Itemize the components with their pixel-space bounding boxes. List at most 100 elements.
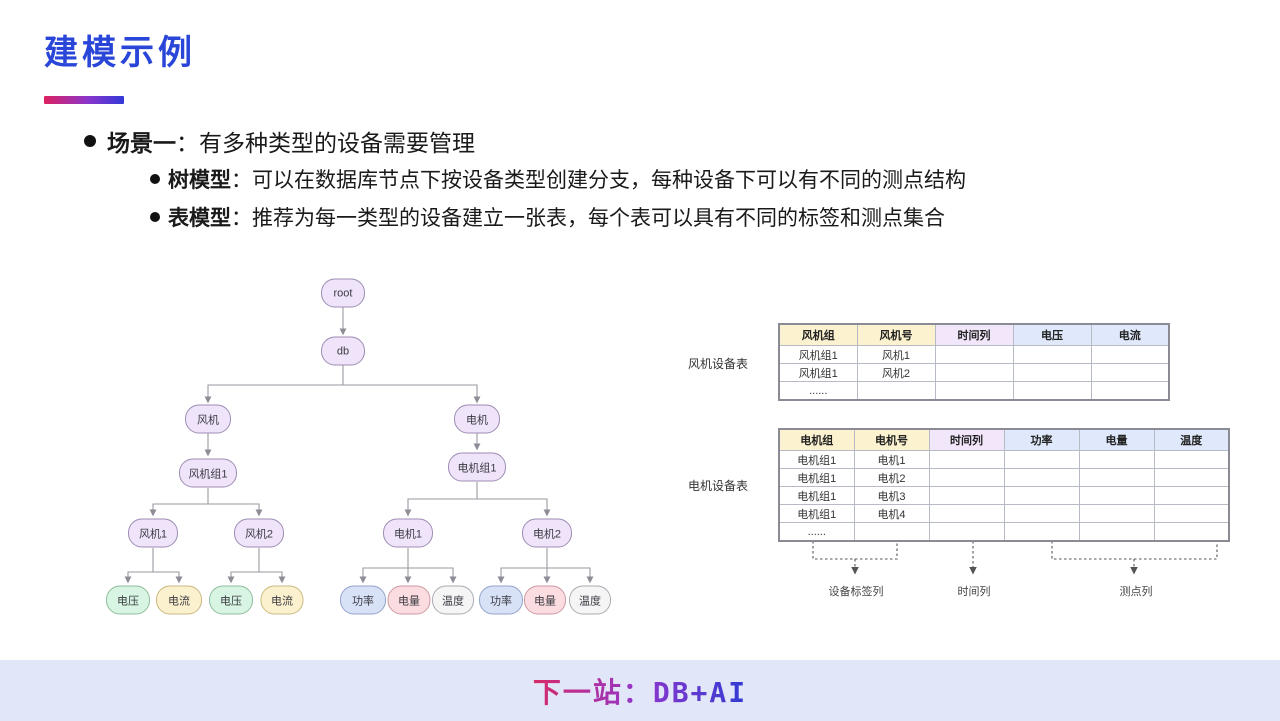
table-cell: 风机1 xyxy=(856,345,936,364)
tree-node-fan2: 风机2 xyxy=(234,518,284,548)
column-annotation-time: 时间列 xyxy=(957,586,991,598)
bullet-label: 树模型 xyxy=(168,169,231,192)
bullet-scenario: 场景一：有多种类型的设备需要管理 xyxy=(84,124,475,158)
table-cell xyxy=(856,381,936,401)
tree-node-voltage: 电压 xyxy=(106,585,150,615)
tree-node-energy: 电量 xyxy=(387,585,431,615)
table-cell xyxy=(928,450,1005,469)
tree-node-temperature: 温度 xyxy=(569,585,611,615)
bullet-dot-icon xyxy=(150,212,160,222)
table-cell xyxy=(1153,522,1230,542)
table-row: 风机组1 风机2 xyxy=(778,363,1170,382)
motor-device-table: 电机组 电机号 时间列 功率 电量 温度 电机组1 电机1 电机组1 电机2 xyxy=(778,428,1230,542)
table-cell: ...... xyxy=(778,522,855,542)
table-cell xyxy=(1153,504,1230,523)
table-cell xyxy=(853,522,930,542)
table-row: ...... xyxy=(778,381,1170,401)
table-cell: 电机1 xyxy=(853,450,930,469)
table-header-cell: 风机号 xyxy=(856,323,936,346)
bullet-dot-icon xyxy=(84,135,96,147)
bullet-content: 树模型：可以在数据库节点下按设备类型创建分支，每种设备下可以有不同的测点结构 xyxy=(168,164,966,194)
bullet-table-model: 表模型：推荐为每一类型的设备建立一张表，每个表可以具有不同的标签和测点集合 xyxy=(150,202,945,232)
tree-node-power: 功率 xyxy=(479,585,523,615)
table-header-cell: 电压 xyxy=(1012,323,1092,346)
column-annotation-measurements: 测点列 xyxy=(1119,586,1153,598)
tree-node-current: 电流 xyxy=(156,585,202,615)
bullet-tree-model: 树模型：可以在数据库节点下按设备类型创建分支，每种设备下可以有不同的测点结构 xyxy=(150,164,966,194)
table-header-cell: 时间列 xyxy=(928,428,1005,451)
tree-node-fan-group1: 风机组1 xyxy=(179,458,237,488)
table-cell xyxy=(1003,522,1080,542)
table-header-row: 风机组 风机号 时间列 电压 电流 xyxy=(778,323,1170,346)
page-title: 建模示例 xyxy=(44,34,196,72)
tree-node-motor-group1: 电机组1 xyxy=(448,452,506,482)
table-header-cell: 风机组 xyxy=(778,323,858,346)
table-cell xyxy=(1003,468,1080,487)
table-cell xyxy=(1078,486,1155,505)
table-cell xyxy=(1090,363,1170,382)
table-cell xyxy=(1003,450,1080,469)
table-cell xyxy=(934,381,1014,401)
table-cell xyxy=(1012,381,1092,401)
bullet-text: ：有多种类型的设备需要管理 xyxy=(176,130,475,156)
fan-device-table: 风机组 风机号 时间列 电压 电流 风机组1 风机1 风机组1 风机2 xyxy=(778,323,1170,401)
bullet-content: 表模型：推荐为每一类型的设备建立一张表，每个表可以具有不同的标签和测点集合 xyxy=(168,202,945,232)
table-header-cell: 电量 xyxy=(1078,428,1155,451)
tree-node-power: 功率 xyxy=(340,585,386,615)
table-header-row: 电机组 电机号 时间列 功率 电量 温度 xyxy=(778,428,1230,451)
tree-node-voltage: 电压 xyxy=(209,585,253,615)
table-cell: 电机3 xyxy=(853,486,930,505)
table-cell xyxy=(1078,504,1155,523)
tree-node-current: 电流 xyxy=(260,585,304,615)
table-row: ...... xyxy=(778,522,1230,542)
table-cell xyxy=(928,504,1005,523)
tree-node-motor2: 电机2 xyxy=(522,518,572,548)
table-cell: 风机组1 xyxy=(778,363,858,382)
title-accent-bar xyxy=(44,96,124,104)
table-cell: ...... xyxy=(778,381,858,401)
table-cell xyxy=(1153,468,1230,487)
table-header-cell: 电流 xyxy=(1090,323,1170,346)
table-cell xyxy=(928,468,1005,487)
fan-table-label: 风机设备表 xyxy=(688,357,749,371)
table-bracket-edges xyxy=(812,541,1218,575)
table-header-cell: 时间列 xyxy=(934,323,1014,346)
table-cell xyxy=(1012,363,1092,382)
table-cell: 电机组1 xyxy=(778,504,855,523)
table-row: 电机组1 电机3 xyxy=(778,486,1230,505)
table-cell: 电机4 xyxy=(853,504,930,523)
table-cell xyxy=(928,522,1005,542)
table-cell xyxy=(1012,345,1092,364)
table-cell: 电机2 xyxy=(853,468,930,487)
table-header-cell: 电机号 xyxy=(853,428,930,451)
table-cell xyxy=(1003,504,1080,523)
tree-node-fan1: 风机1 xyxy=(128,518,178,548)
bullet-dot-icon xyxy=(150,174,160,184)
tree-node-energy: 电量 xyxy=(524,585,566,615)
table-row: 电机组1 电机4 xyxy=(778,504,1230,523)
table-cell xyxy=(1078,522,1155,542)
footer-banner: 下一站：DB+AI xyxy=(0,660,1280,721)
table-cell: 电机组1 xyxy=(778,468,855,487)
table-header-cell: 温度 xyxy=(1153,428,1230,451)
table-cell xyxy=(1003,486,1080,505)
table-cell xyxy=(928,486,1005,505)
footer-text: 下一站：DB+AI xyxy=(533,671,747,711)
table-row: 电机组1 电机2 xyxy=(778,468,1230,487)
table-header-cell: 电机组 xyxy=(778,428,855,451)
bullet-text: ：可以在数据库节点下按设备类型创建分支，每种设备下可以有不同的测点结构 xyxy=(231,169,966,192)
table-cell: 电机组1 xyxy=(778,486,855,505)
motor-table-label: 电机设备表 xyxy=(688,479,749,493)
table-cell xyxy=(934,363,1014,382)
table-cell: 风机2 xyxy=(856,363,936,382)
table-row: 风机组1 风机1 xyxy=(778,345,1170,364)
tree-node-root: root xyxy=(321,278,365,308)
table-cell: 电机组1 xyxy=(778,450,855,469)
table-cell xyxy=(1153,486,1230,505)
bullet-label: 表模型 xyxy=(168,207,231,230)
tree-node-motor1: 电机1 xyxy=(383,518,433,548)
tree-node-fan: 风机 xyxy=(185,404,231,434)
table-header-cell: 功率 xyxy=(1003,428,1080,451)
tree-node-db: db xyxy=(321,336,365,366)
